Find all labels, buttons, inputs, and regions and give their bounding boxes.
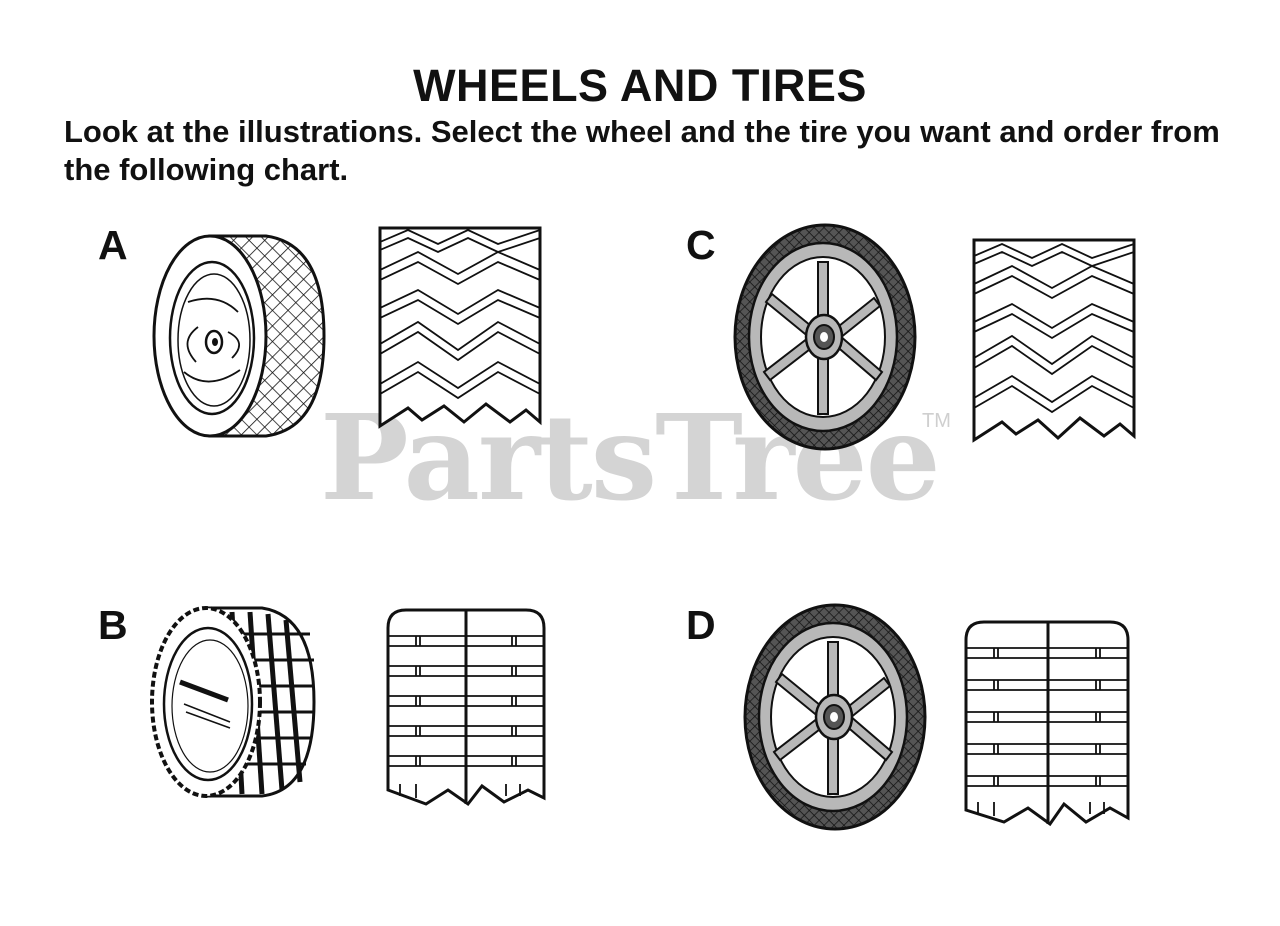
wheel-b-block-tread-icon [150,606,316,798]
panel-letter-b: B [98,602,128,648]
wheel-a-diamond-tread-icon [152,234,326,438]
tread-d-straight-bar-pattern-icon [964,620,1130,827]
watermark-trademark: TM [922,410,951,432]
tread-a-chevron-pattern-icon [378,226,542,429]
wheel-c-spoked-icon [733,223,917,451]
panel-letter-c: C [686,222,716,268]
tread-c-chevron-pattern-icon [972,238,1136,443]
wheel-d-spoked-icon [743,603,927,831]
panel-letter-a: A [98,222,128,268]
panel-letter-d: D [686,602,716,648]
tread-b-straight-bar-pattern-icon [386,608,546,807]
instructions-text: Look at the illustrations. Select the wh… [64,114,1220,187]
page-title: WHEELS AND TIRES [413,60,867,111]
